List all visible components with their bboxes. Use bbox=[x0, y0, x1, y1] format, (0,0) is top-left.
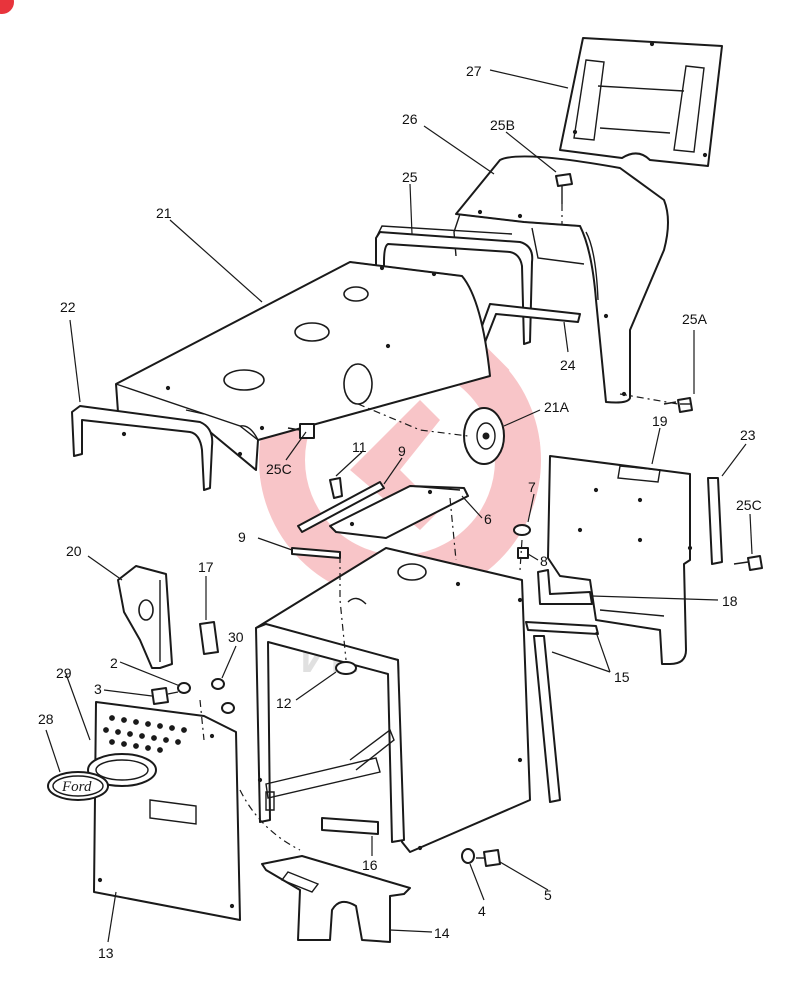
part-30-nuts bbox=[211, 678, 235, 714]
callout-21: 21 bbox=[156, 205, 172, 221]
callout-14: 14 bbox=[434, 925, 450, 941]
part-8-nut bbox=[517, 547, 529, 559]
part-9-top-strip bbox=[297, 481, 385, 533]
part-25B-bolt bbox=[555, 173, 573, 204]
part-26-rear-cowl bbox=[453, 155, 669, 404]
callout-5: 5 bbox=[544, 887, 552, 903]
part-16-block bbox=[321, 817, 379, 835]
callout-8: 8 bbox=[540, 553, 548, 569]
callout-18: 18 bbox=[722, 593, 738, 609]
part-25C-right-bolt bbox=[733, 555, 763, 571]
callout-25C-right: 25C bbox=[736, 497, 762, 513]
part-2-washer bbox=[177, 682, 191, 694]
alignment-lines bbox=[199, 204, 679, 851]
part-12-spacer bbox=[335, 661, 357, 675]
leader-lines bbox=[45, 69, 753, 943]
part-15-strips bbox=[525, 621, 599, 803]
part-25A-bolt bbox=[663, 397, 693, 413]
part-29-emblem-ring bbox=[87, 753, 157, 787]
callout-19: 19 bbox=[652, 413, 668, 429]
callout-27: 27 bbox=[466, 63, 482, 79]
callout-9-top: 9 bbox=[398, 443, 406, 459]
callout-23: 23 bbox=[740, 427, 756, 443]
callout-25A: 25A bbox=[682, 311, 708, 327]
callout-3: 3 bbox=[94, 681, 102, 697]
part-22-front-bracket bbox=[71, 405, 214, 491]
callout-11: 11 bbox=[352, 439, 367, 455]
callout-12: 12 bbox=[276, 695, 292, 711]
callout-7: 7 bbox=[528, 479, 536, 495]
callout-24: 24 bbox=[560, 357, 576, 373]
part-27-rear-cover-panel bbox=[559, 37, 723, 167]
part-5-bolt bbox=[476, 849, 501, 867]
part-19-side-panel bbox=[547, 455, 693, 665]
ford-emblem-text: Ford bbox=[61, 779, 92, 795]
part-17-block bbox=[199, 621, 219, 655]
callout-2: 2 bbox=[110, 655, 118, 671]
callout-15: 15 bbox=[614, 669, 630, 685]
part-25-u-bracket bbox=[375, 225, 534, 345]
part-21A-round-plate bbox=[463, 407, 505, 465]
callout-6: 6 bbox=[484, 511, 492, 527]
callout-13: 13 bbox=[98, 945, 114, 961]
part-7-washer bbox=[513, 524, 531, 536]
callout-29: 29 bbox=[56, 665, 72, 681]
part-4-washer bbox=[461, 848, 475, 864]
part-21-main-hood bbox=[115, 261, 491, 471]
callout-25B: 25B bbox=[490, 117, 515, 133]
callout-labels: 27 26 25B 25 21 22 24 25A 21A 19 23 25C … bbox=[38, 63, 762, 961]
callout-16: 16 bbox=[362, 857, 378, 873]
part-18-bracket bbox=[537, 569, 593, 605]
part-3-bolt bbox=[151, 687, 179, 705]
part-13-front-panel bbox=[93, 701, 241, 921]
part-lower-housing bbox=[255, 547, 531, 853]
callout-30: 30 bbox=[228, 629, 244, 645]
callout-4: 4 bbox=[478, 903, 486, 919]
callout-25C-left: 25C bbox=[266, 461, 292, 477]
part-28-ford-emblem: Ford bbox=[47, 771, 109, 801]
part-20-side-bracket bbox=[117, 565, 173, 669]
callout-25: 25 bbox=[402, 169, 418, 185]
callout-22: 22 bbox=[60, 299, 76, 315]
callout-17: 17 bbox=[198, 559, 214, 575]
part-11-fitting bbox=[329, 477, 343, 499]
callout-28: 28 bbox=[38, 711, 54, 727]
part-6-cover-plate bbox=[329, 485, 469, 539]
callout-9-left: 9 bbox=[238, 529, 246, 545]
part-14-bottom-bracket bbox=[261, 855, 411, 943]
part-23-strip bbox=[707, 477, 723, 565]
callout-26: 26 bbox=[402, 111, 418, 127]
callout-21A: 21A bbox=[544, 399, 570, 415]
callout-20: 20 bbox=[66, 543, 82, 559]
